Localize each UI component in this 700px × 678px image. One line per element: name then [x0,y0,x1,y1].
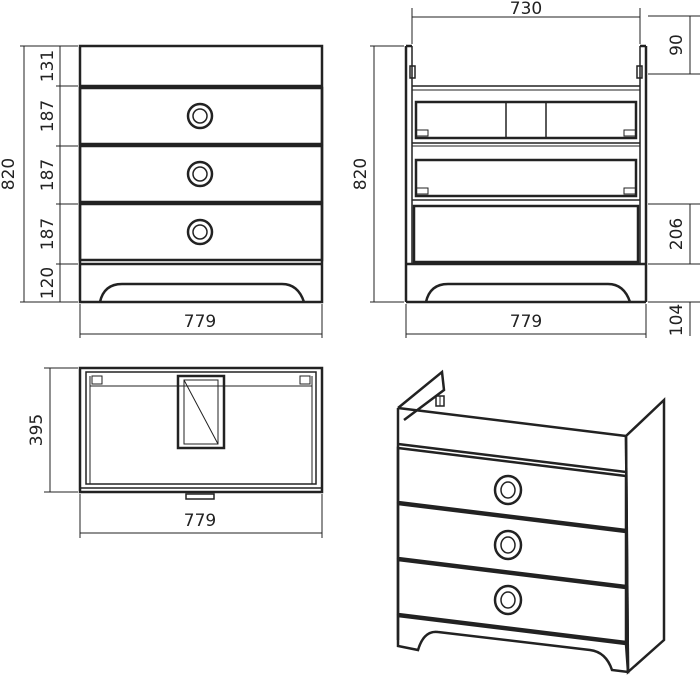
top-view: 395 779 [27,366,324,538]
top-offset-label: 90 [667,34,687,56]
front-drawer-3 [78,202,324,262]
perspective-drawer-3 [396,558,628,644]
front-drawer-1 [78,86,324,146]
side-width-label: 779 [510,312,542,332]
side-plinth [424,282,632,303]
side-width-dimension: 779 [405,304,647,338]
side-view: 730 820 90 206 104 779 [351,0,700,338]
perspective-plinth [396,614,630,674]
perspective-side-panel [624,397,666,675]
perspective-drawer-2 [396,502,628,588]
side-top-width-dimension: 730 [411,0,641,44]
top-inner-rails [89,375,313,484]
base-height-label: 104 [667,304,687,336]
side-height-dimension: 820 [351,45,404,303]
perspective-drawer-1 [396,446,628,532]
top-depth-dimension: 395 [27,367,78,493]
front-height-label: 820 [0,158,19,190]
front-drawer-2 [78,144,324,204]
drawer-knob-icon [186,102,214,130]
top-depth-label: 395 [27,414,47,446]
drawer-knob-icon [493,529,523,561]
side-drawer-box-1 [412,100,640,147]
side-right-dimensions: 90 206 104 [648,15,700,336]
front-width-label: 779 [184,312,216,332]
front-view: 820 131 187 187 187 120 779 [0,44,324,338]
section-height-label: 187 [38,100,58,132]
section-height-label: 187 [38,159,58,191]
front-plinth [80,262,322,303]
side-drawer-box-2 [412,158,640,201]
side-cabinet-outline [404,44,648,302]
side-hatched-section [412,204,640,264]
top-width-label: 779 [184,511,216,531]
hinge-bracket-icon [409,65,643,79]
section-height-label: 120 [38,267,58,299]
perspective-view [396,369,666,675]
drawer-knob-icon [186,218,214,246]
drawer-knob-icon [186,160,214,188]
drawer-knob-icon [493,474,523,506]
siphon-cutout [176,374,226,450]
section-height-label: 187 [38,218,58,250]
top-width-dimension: 779 [79,494,323,538]
section-height-label: 131 [38,50,58,82]
front-height-dimension: 820 131 187 187 187 120 [0,45,78,303]
hinge-bracket-icon [435,395,445,407]
side-height-label: 820 [351,158,371,190]
top-cabinet-outline [78,366,324,494]
drawer-knob-icon [493,584,523,616]
handle-icon [185,493,215,500]
side-top-width-label: 730 [510,0,542,19]
section-height-label: 206 [667,218,687,250]
front-width-dimension: 779 [79,304,323,338]
